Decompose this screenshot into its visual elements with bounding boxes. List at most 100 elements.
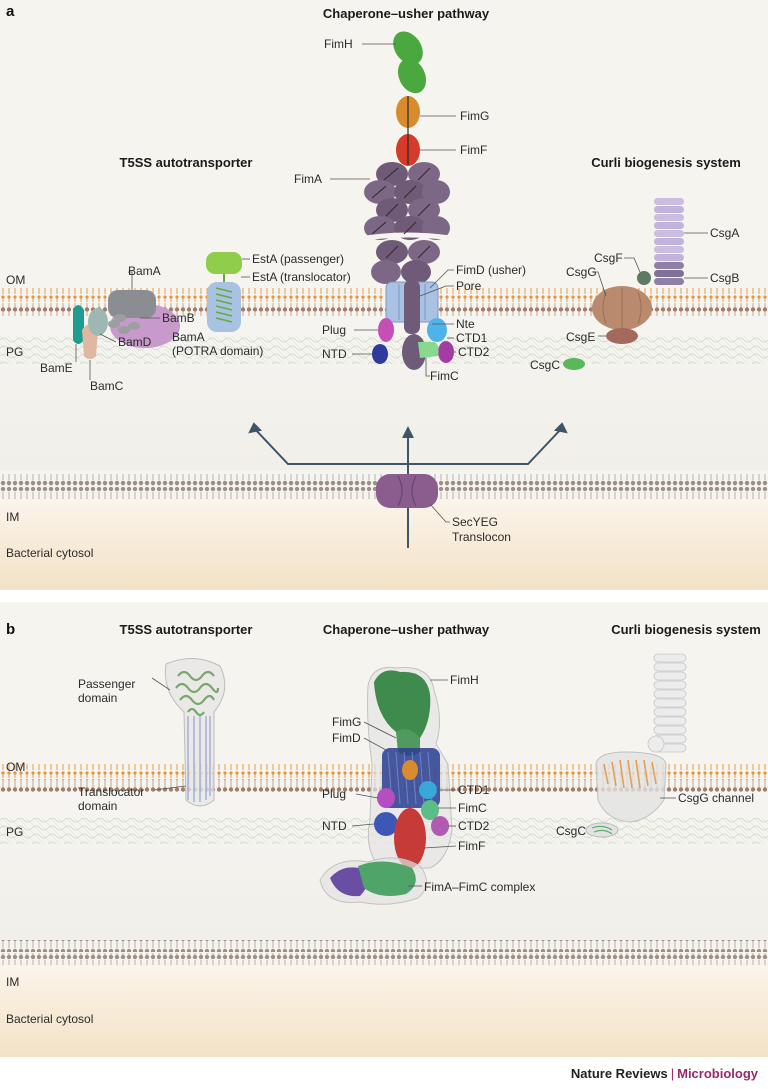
- bamD-leader: [99, 333, 117, 343]
- translocator-leader: [153, 785, 187, 791]
- bamA-potra-label: BamA: [172, 330, 205, 344]
- translocator-label: Translocator: [78, 785, 144, 799]
- curli-machinery: [563, 198, 684, 370]
- ntd-label: NTD: [322, 347, 347, 361]
- ctd2-shape: [438, 341, 454, 363]
- passenger-domain-label: domain: [78, 691, 117, 705]
- bamB-bead-1: [108, 320, 120, 328]
- plug-label: Plug: [322, 323, 346, 337]
- title-t5ss-b: T5SS autotransporter: [120, 622, 253, 637]
- fimH-b-label: FimH: [450, 673, 479, 687]
- fimF-b-leader: [423, 845, 457, 849]
- plug-b-leader: [355, 793, 379, 799]
- fimF-pore-segment: [402, 760, 418, 780]
- fimC-complex-structure: [358, 861, 416, 896]
- journal-subject: Microbiology: [677, 1066, 758, 1081]
- fimH-shape-2: [397, 58, 427, 94]
- bamE-shape: [73, 305, 84, 344]
- bamE-label: BamE: [40, 361, 73, 375]
- cytosol-b: [0, 966, 768, 1057]
- csgE-label: CsgE: [566, 330, 595, 344]
- fimF-b-label: FimF: [458, 839, 485, 853]
- complex-label: FimA–FimC complex: [424, 880, 535, 894]
- pore-label: Pore: [456, 279, 482, 293]
- fimC-leader: [425, 358, 430, 377]
- bamB-bead-2: [118, 326, 130, 334]
- csgF-label: CsgF: [594, 251, 623, 265]
- plug-b-label: Plug: [322, 787, 346, 801]
- fimD-usher-leader: [429, 269, 454, 289]
- fimC-structure: [421, 800, 439, 820]
- ntd-shape: [372, 344, 388, 364]
- panel-b: b T5SS autotransporter Chaperone–usher p…: [0, 602, 768, 1057]
- ctd2-structure: [431, 816, 449, 836]
- curli-structure: [585, 653, 687, 838]
- fimH-shape-1: [393, 31, 423, 65]
- fimA-label: FimA: [294, 172, 322, 186]
- passenger-label: Passenger: [78, 677, 135, 691]
- csgG-label: CsgG: [566, 265, 597, 279]
- csgE-shape: [606, 328, 638, 344]
- fimC-label: FimC: [430, 369, 459, 383]
- pg-label-a: PG: [6, 345, 23, 359]
- footer-separator: |: [670, 1066, 675, 1081]
- ctd1-label: CTD1: [456, 331, 488, 345]
- csgA-stack: [654, 198, 684, 261]
- fimG-b-label: FimG: [332, 715, 361, 729]
- panel-b-letter: b: [6, 621, 15, 638]
- translocator-domain-label: domain: [78, 799, 117, 813]
- journal-footer: Nature Reviews|Microbiology: [571, 1066, 758, 1081]
- ctd1-b-label: CTD1: [458, 783, 490, 797]
- estA-helix: [215, 287, 233, 323]
- csgG-channel-label: CsgG channel: [678, 791, 754, 805]
- estA-passenger-shape: [206, 252, 242, 274]
- ctd2-label: CTD2: [458, 345, 490, 359]
- csgC-shape: [563, 358, 585, 370]
- fimF-label: FimF: [460, 143, 487, 157]
- csgF-leader: [624, 257, 641, 273]
- estA-passenger-label: EstA (passenger): [252, 252, 344, 266]
- fimF-structure: [394, 808, 426, 868]
- csgC-b-label: CsgC: [556, 824, 586, 838]
- passenger-leader: [151, 677, 171, 691]
- pore-leader: [419, 285, 454, 297]
- ntd-b-label: NTD: [322, 819, 347, 833]
- csgA-fibre-structure: [647, 653, 687, 753]
- translocon-label: Translocon: [452, 530, 511, 544]
- secYEG-label: SecYEG: [452, 515, 498, 529]
- title-chaperone-a: Chaperone–usher pathway: [323, 6, 490, 21]
- bamC-label: BamC: [90, 379, 124, 393]
- im-label-b: IM: [6, 975, 19, 989]
- secYEG-leader: [429, 503, 450, 523]
- title-chaperone-b: Chaperone–usher pathway: [323, 622, 490, 637]
- plug-structure: [377, 788, 395, 808]
- cytosol-label-b: Bacterial cytosol: [6, 1012, 93, 1026]
- im-outer-leaflet-b: [0, 940, 768, 952]
- chaperone-usher-structure: [319, 666, 453, 905]
- fimD-b-label: FimD: [332, 731, 361, 745]
- cytosol-a: [0, 500, 768, 590]
- fimA-in-pore: [404, 280, 420, 334]
- title-curli-b: Curli biogenesis system: [611, 622, 761, 637]
- fimA-rod: [364, 162, 451, 284]
- fimH-label: FimH: [324, 37, 353, 51]
- potra-label: (POTRA domain): [172, 344, 263, 358]
- title-t5ss-a: T5SS autotransporter: [120, 155, 253, 170]
- estA-translocator-label: EstA (translocator): [252, 270, 351, 284]
- om-label-b: OM: [6, 760, 25, 774]
- csgG-leader: [594, 271, 607, 297]
- nte-label: Nte: [456, 317, 475, 331]
- ntd-b-leader: [351, 823, 375, 827]
- bamD-label: BamD: [118, 335, 152, 349]
- pilus: [364, 31, 454, 370]
- bamA-barrel-shape: [108, 290, 156, 318]
- journal-name: Nature Reviews: [570, 1066, 668, 1081]
- title-curli-a: Curli biogenesis system: [591, 155, 741, 170]
- csgC-label: CsgC: [530, 358, 560, 372]
- translocator-domain-structure: [187, 716, 211, 802]
- im-label-a: IM: [6, 510, 19, 524]
- csgF-shape: [637, 271, 651, 285]
- estA-translocator-shape: [207, 282, 241, 332]
- panel-a-letter: a: [6, 3, 15, 20]
